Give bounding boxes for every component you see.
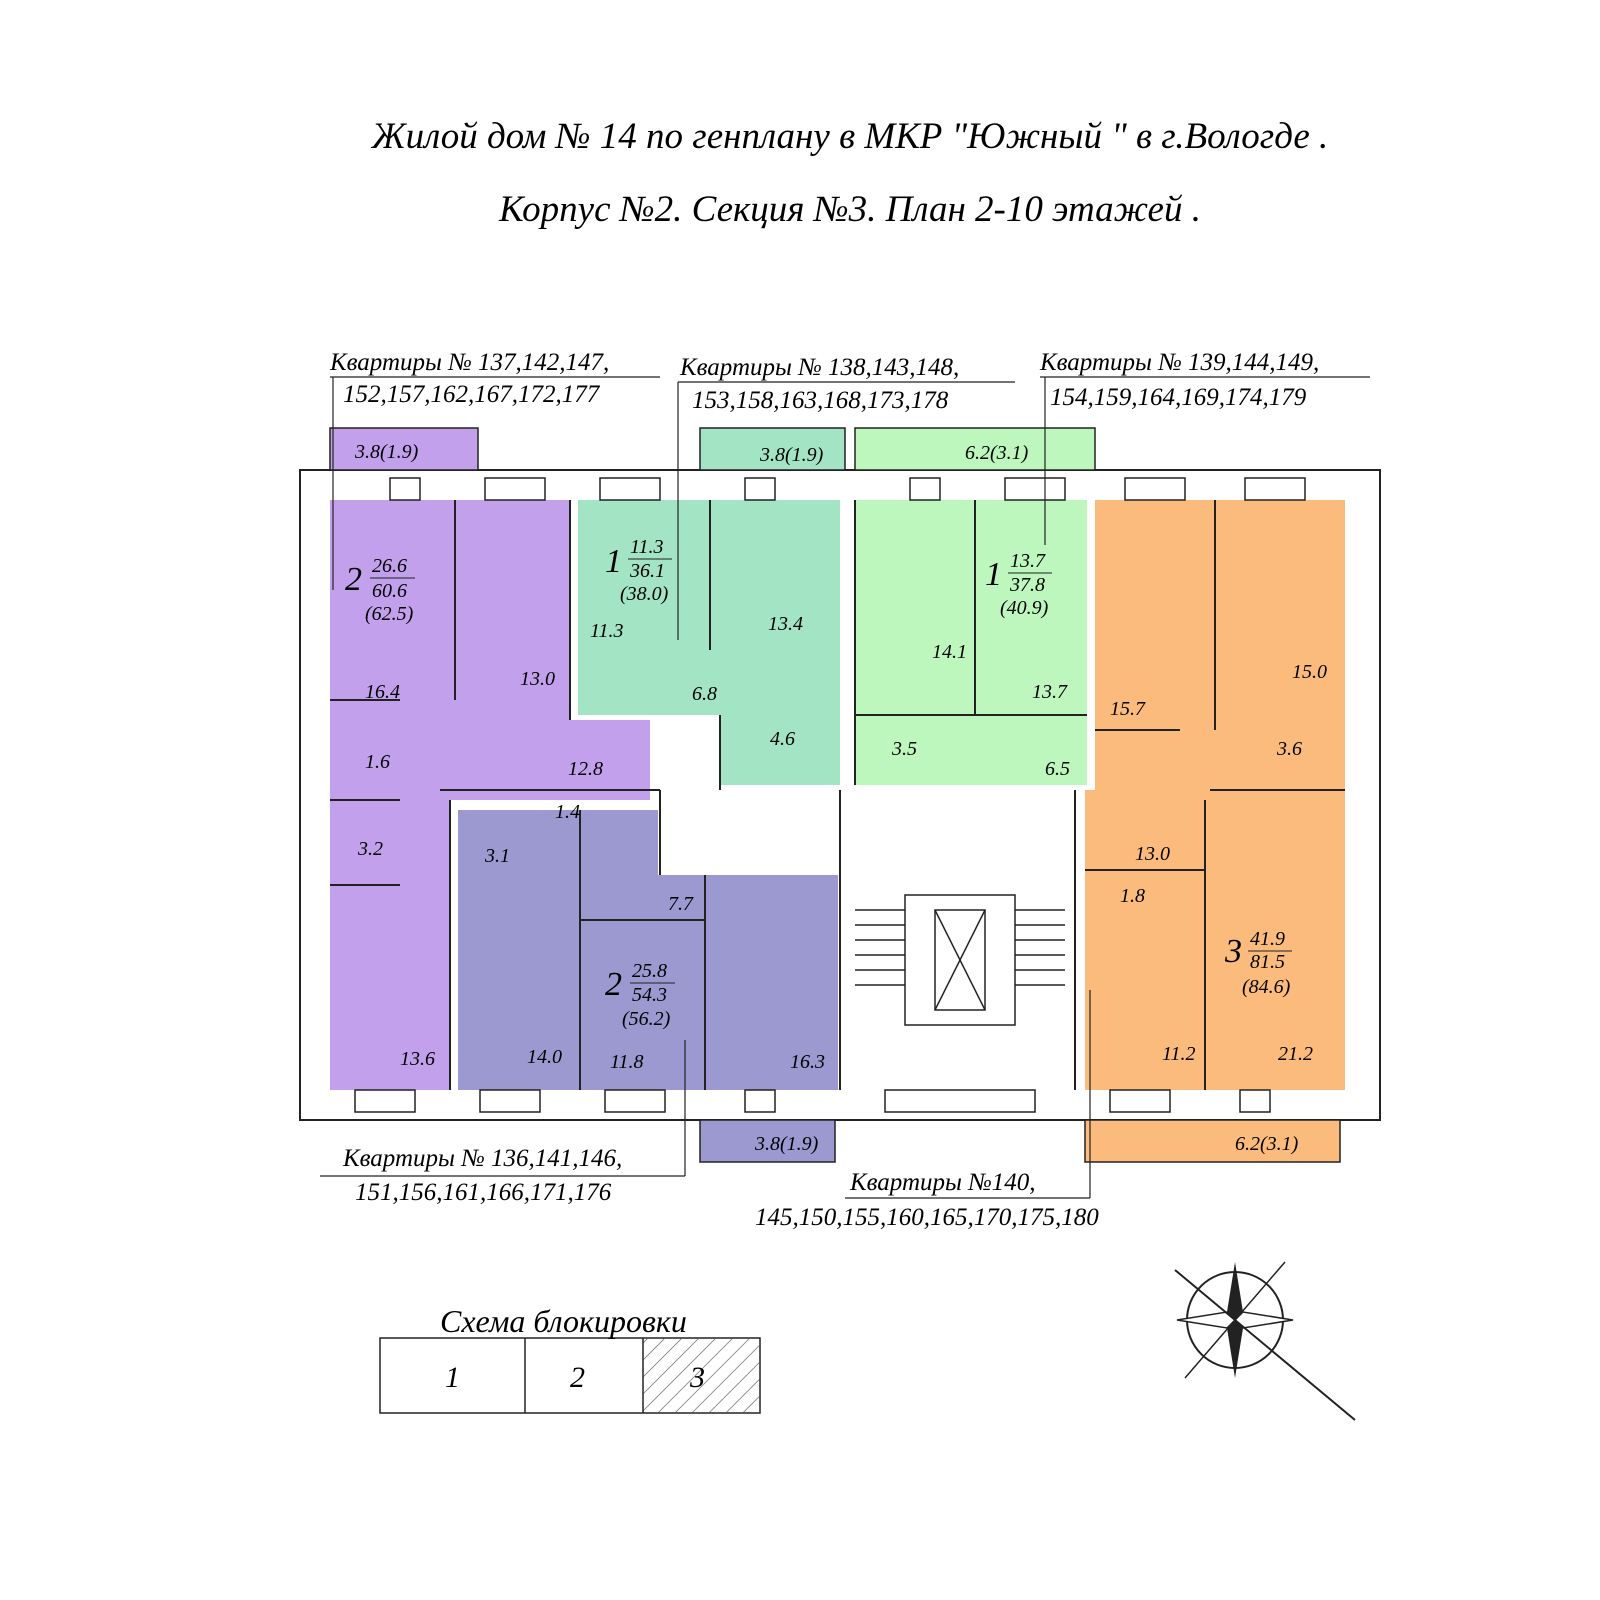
apt-138-rooms: 1: [605, 543, 622, 580]
apt-136-living: 25.8: [632, 960, 667, 982]
balcony-138-area: 3.8(1.9): [759, 444, 824, 466]
apartment-137-fill: [330, 500, 650, 1090]
apt-label-139-line1: Квартиры № 139,144,149,: [1039, 349, 1319, 376]
apt-137-living: 26.6: [372, 555, 407, 577]
room-area: 3.5: [891, 738, 917, 760]
room-area: 11.2: [1162, 1043, 1196, 1065]
apt-140-rooms: 3: [1224, 933, 1242, 970]
apt-139-rooms: 1: [985, 556, 1002, 593]
apt-137-rooms: 2: [345, 561, 362, 598]
apt-140-total: 81.5: [1250, 951, 1285, 973]
apt-137-total: 60.6: [372, 580, 407, 602]
balcony-139-area: 6.2(3.1): [965, 442, 1029, 464]
apt-136-total-balcony: (56.2): [622, 1008, 671, 1030]
blocking-scheme: 1 2 3: [379, 1337, 761, 1414]
apt-label-140-line1: Квартиры №140,: [849, 1169, 1036, 1196]
room-area: 13.4: [768, 613, 803, 635]
apt-label-137-line1: Квартиры № 137,142,147,: [329, 349, 609, 376]
stairwell: [855, 894, 1065, 1026]
apt-136-total: 54.3: [632, 984, 667, 1006]
blocking-section-3: 3: [689, 1361, 705, 1394]
compass-icon: [1174, 1261, 1356, 1421]
balcony-139: [854, 427, 1096, 471]
apt-label-137-line2: 152,157,162,167,172,177: [343, 381, 601, 408]
room-area: 12.8: [568, 758, 603, 780]
apartment-136-fill: [458, 810, 838, 1090]
room-area: 14.0: [527, 1046, 562, 1068]
balcony-136-area: 3.8(1.9): [754, 1133, 819, 1155]
room-area: 11.3: [590, 620, 624, 642]
room-area: 1.4: [555, 801, 580, 823]
blocking-scheme-title: Схема блокировки: [440, 1303, 687, 1339]
room-area: 1.8: [1120, 885, 1145, 907]
room-area: 6.8: [692, 683, 717, 705]
room-area: 11.8: [610, 1051, 644, 1073]
interior-walls: [330, 500, 1345, 1090]
balcony-138: [699, 427, 846, 471]
apt-label-138-line1: Квартиры № 138,143,148,: [679, 354, 959, 381]
apt-138-total: 36.1: [629, 560, 665, 582]
room-area: 13.6: [400, 1048, 435, 1070]
room-area: 3.2: [357, 838, 383, 860]
room-area: 16.4: [365, 681, 400, 703]
apt-label-136-line1: Квартиры № 136,141,146,: [342, 1145, 622, 1172]
blocking-section-1: 1: [445, 1361, 460, 1394]
room-area: 13.0: [1135, 843, 1170, 865]
apt-139-living: 13.7: [1010, 550, 1046, 572]
room-area: 3.1: [484, 845, 510, 867]
apt-label-138-line2: 153,158,163,168,173,178: [692, 387, 949, 414]
apt-136-rooms: 2: [605, 966, 622, 1003]
blocking-section-3-hatch: [643, 1338, 760, 1413]
room-area: 13.7: [1032, 681, 1068, 703]
balcony-140: [1084, 1119, 1341, 1163]
apt-label-139-line2: 154,159,164,169,174,179: [1050, 384, 1307, 411]
balcony-140-area: 6.2(3.1): [1235, 1133, 1299, 1155]
room-area: 1.6: [365, 751, 390, 773]
room-area: 21.2: [1278, 1043, 1313, 1065]
room-area: 6.5: [1045, 758, 1070, 780]
apt-140-living: 41.9: [1250, 928, 1285, 950]
room-area: 15.7: [1110, 698, 1146, 720]
apt-139-total-balcony: (40.9): [1000, 597, 1049, 619]
apt-140-total-balcony: (84.6): [1242, 976, 1291, 998]
windows: [354, 477, 1306, 1113]
balcony-137-area: 3.8(1.9): [354, 441, 419, 463]
room-area: 13.0: [520, 668, 555, 690]
title-line-2: Корпус №2. Секция №3. План 2-10 этажей .: [499, 189, 1201, 230]
balcony-137: [329, 427, 479, 471]
room-area: 7.7: [668, 893, 694, 915]
apartment-139-fill: [855, 500, 1087, 785]
room-area: 4.6: [770, 728, 795, 750]
balcony-136: [699, 1119, 836, 1163]
room-area: 3.6: [1276, 738, 1302, 760]
title-line-1: Жилой дом № 14 по генплану в МКР "Южный …: [371, 116, 1329, 157]
apt-138-total-balcony: (38.0): [620, 583, 669, 605]
apartment-140-fill: [1085, 500, 1345, 1090]
apt-label-140-line2: 145,150,155,160,165,170,175,180: [755, 1204, 1099, 1231]
apt-139-total: 37.8: [1009, 574, 1045, 596]
apt-137-total-balcony: (62.5): [365, 603, 414, 625]
apt-138-living: 11.3: [630, 536, 664, 558]
blocking-section-2: 2: [570, 1361, 585, 1394]
apt-label-136-line2: 151,156,161,166,171,176: [355, 1179, 612, 1206]
room-area: 14.1: [932, 641, 967, 663]
room-area: 16.3: [790, 1051, 825, 1073]
room-area: 15.0: [1292, 661, 1327, 683]
